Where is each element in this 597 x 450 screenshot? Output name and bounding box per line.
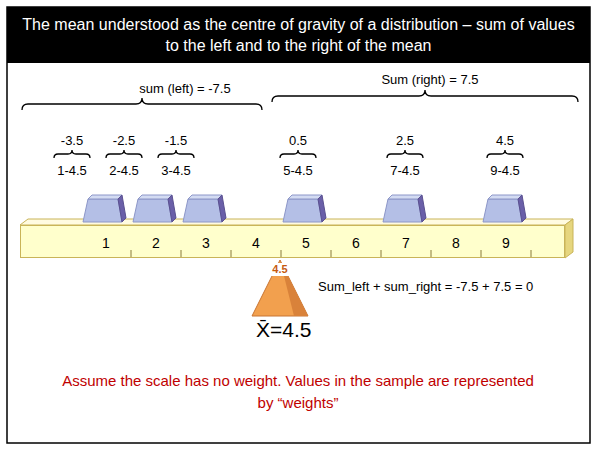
weight (283, 195, 326, 222)
scale-number: 5 (302, 235, 310, 251)
difference: 2-4.5 (109, 164, 139, 179)
scale-number-box: 7 (402, 234, 410, 252)
scale-number-box: 5 (302, 234, 310, 252)
frame (7, 7, 590, 443)
mean-mark-box: 4.5 (270, 259, 289, 277)
difference-box: 3-4.5 (161, 161, 191, 179)
scale-number-box: 1 (102, 234, 110, 252)
difference: 7-4.5 (390, 164, 420, 179)
weight (83, 195, 126, 222)
deviation-box: -1.5 (165, 131, 187, 149)
mean-value-box: X̄=4.5 (256, 318, 311, 342)
scale-number-box: 4 (252, 234, 260, 252)
scale-number: 2 (152, 235, 160, 251)
sum-label-box: sum (left) = -7.5 (139, 79, 230, 97)
fulcrum (252, 260, 308, 316)
deviation: 2.5 (396, 134, 414, 149)
difference-box: 9-4.5 (490, 161, 520, 179)
scale-number-box: 2 (152, 234, 160, 252)
weight (133, 195, 176, 222)
brace (22, 98, 262, 110)
difference-box: 7-4.5 (390, 161, 420, 179)
title-band: The mean understood as the centre of gra… (7, 7, 590, 63)
brace (106, 150, 142, 158)
deviation-box: 0.5 (289, 131, 307, 149)
deviation: 0.5 (289, 134, 307, 149)
sum-label: sum (left) = -7.5 (139, 82, 230, 97)
tick (131, 250, 132, 257)
deviation-box: 2.5 (396, 131, 414, 149)
mean-mark: 4.5 (270, 263, 289, 276)
weight (483, 195, 526, 222)
difference: 9-4.5 (490, 164, 520, 179)
difference: 5-4.5 (283, 164, 313, 179)
deviation: -1.5 (165, 134, 187, 149)
title-text: The mean understood as the centre of gra… (19, 14, 579, 56)
tick (181, 250, 182, 257)
sum-label-box: Sum (right) = 7.5 (381, 70, 478, 88)
beam-side (565, 219, 573, 258)
difference: 3-4.5 (161, 164, 191, 179)
weights (83, 195, 526, 222)
difference-box: 5-4.5 (283, 161, 313, 179)
deviation: 4.5 (496, 134, 514, 149)
scale-number-box: 3 (202, 234, 210, 252)
scale-number-box: 6 (352, 234, 360, 252)
brace (280, 150, 316, 158)
weight (183, 195, 226, 222)
brace (158, 150, 194, 158)
scale-number: 9 (502, 235, 510, 251)
tick (481, 250, 482, 257)
scale-number: 3 (202, 235, 210, 251)
deviation-box: -2.5 (113, 131, 135, 149)
balance-equation: Sum_left + sum_right = -7.5 + 7.5 = 0 (318, 280, 533, 295)
brace (272, 90, 578, 102)
scale-number-box: 9 (502, 234, 510, 252)
deviation-box: 4.5 (496, 131, 514, 149)
title-bar (7, 7, 590, 63)
scale-number-box: 8 (452, 234, 460, 252)
brace (54, 150, 90, 158)
tick (331, 250, 332, 257)
caption-text: Assume the scale has no weight. Values i… (58, 370, 538, 414)
scale-number: 8 (452, 235, 460, 251)
tick (231, 250, 232, 257)
weight (383, 195, 426, 222)
balance-equation-box: Sum_left + sum_right = -7.5 + 7.5 = 0 (318, 277, 533, 295)
deviation: -3.5 (61, 134, 83, 149)
tick (281, 250, 282, 257)
difference-box: 1-4.5 (57, 161, 87, 179)
difference-box: 2-4.5 (109, 161, 139, 179)
sum-label: Sum (right) = 7.5 (381, 73, 478, 88)
mean-value: X̄=4.5 (256, 318, 311, 342)
brace (487, 150, 523, 158)
braces (22, 90, 578, 158)
scale-number: 4 (252, 235, 260, 251)
tick (431, 250, 432, 257)
scale-number: 1 (102, 235, 110, 251)
scale-number: 6 (352, 235, 360, 251)
brace (387, 150, 423, 158)
deviation: -2.5 (113, 134, 135, 149)
beam: 1 2 3 4 5 6 7 8 9 (20, 225, 565, 258)
tick (381, 250, 382, 257)
caption-box: Assume the scale has no weight. Values i… (58, 370, 538, 414)
difference: 1-4.5 (57, 164, 87, 179)
deviation-box: -3.5 (61, 131, 83, 149)
scale-number: 7 (402, 235, 410, 251)
tick (531, 250, 532, 257)
